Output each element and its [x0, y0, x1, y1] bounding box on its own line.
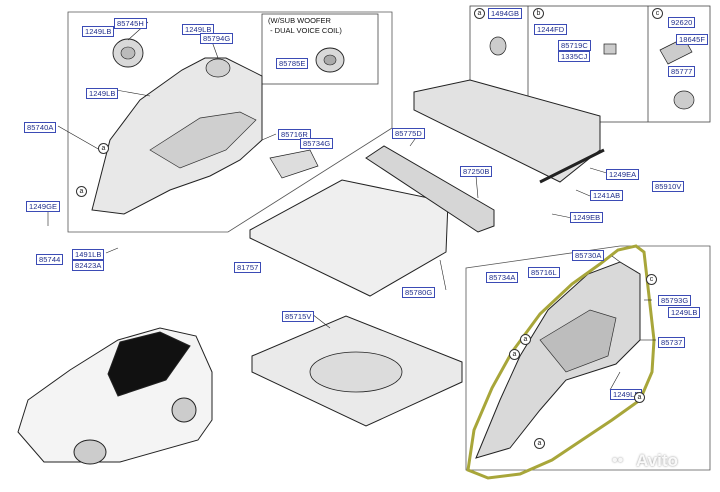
part-label-85716L[interactable]: 85716L	[528, 267, 560, 278]
legend-header-a-code[interactable]: 1494GB	[488, 8, 523, 19]
callout-a-6: a	[634, 392, 645, 403]
subwoofer-note-line1: (W/SUB WOOFER	[268, 16, 331, 25]
callout-a-1: a	[98, 143, 109, 154]
part-label-85740A[interactable]: 85740A	[24, 122, 57, 133]
part-label-1241AB[interactable]: 1241AB	[590, 190, 624, 201]
legend-header-b-callout: b	[533, 8, 544, 19]
part-label-1249LB-b[interactable]: 1249LB	[182, 24, 215, 35]
part-label-1249LB-c[interactable]: 1249LB	[86, 88, 119, 99]
part-label-85775D[interactable]: 85775D	[392, 128, 425, 139]
part-label-1491LB[interactable]: 1491LB	[72, 249, 105, 260]
part-label-85794G[interactable]: 85794G	[200, 33, 234, 44]
part-label-87250B[interactable]: 87250B	[460, 166, 493, 177]
part-label-1249EA[interactable]: 1249EA	[606, 169, 640, 180]
part-label-1249GE[interactable]: 1249GE	[26, 201, 61, 212]
part-label-92620[interactable]: 92620	[668, 17, 696, 28]
callout-a-4: a	[509, 349, 520, 360]
left-panel-frame	[67, 11, 393, 233]
watermark-avito: Avito	[636, 451, 678, 470]
part-label-85780G[interactable]: 85780G	[402, 287, 436, 298]
callout-a-5: a	[534, 438, 545, 449]
part-label-85737[interactable]: 85737	[658, 337, 686, 348]
subwoofer-box	[261, 13, 379, 85]
subwoofer-note-line2: - DUAL VOICE COIL)	[268, 26, 342, 35]
floor-board	[249, 179, 449, 297]
cargo-cover	[413, 79, 601, 183]
callout-a-3: a	[520, 334, 531, 345]
luggage-rail	[365, 145, 495, 233]
part-label-1335CJ[interactable]: 1335CJ	[558, 51, 591, 62]
part-label-85716R[interactable]: 85716R	[278, 129, 311, 140]
part-label-85734A[interactable]: 85734A	[486, 272, 519, 283]
part-label-85793G[interactable]: 85793G	[658, 295, 692, 306]
part-label-85719C[interactable]: 85719C	[558, 40, 591, 51]
part-label-85777[interactable]: 85777	[668, 66, 696, 77]
legend-header-a-callout: a	[474, 8, 485, 19]
part-label-85715V[interactable]: 85715V	[282, 311, 315, 322]
part-label-85785E[interactable]: 85785E	[276, 58, 309, 69]
part-label-1249EB[interactable]: 1249EB	[570, 212, 604, 223]
right-panel-frame	[465, 245, 711, 471]
vehicle-image	[17, 327, 213, 465]
part-label-85745H[interactable]: 85745H	[114, 18, 147, 29]
callout-a-2: a	[76, 186, 87, 197]
part-label-85734G[interactable]: 85734G	[300, 138, 334, 149]
part-label-85730A[interactable]: 85730A	[572, 250, 605, 261]
part-label-81757[interactable]: 81757	[234, 262, 262, 273]
avito-dots-icon: ••	[612, 452, 624, 469]
part-label-82423A[interactable]: 82423A	[72, 260, 105, 271]
part-label-18645F[interactable]: 18645F	[676, 34, 709, 45]
part-label-85910V[interactable]: 85910V	[652, 181, 685, 192]
part-label-1244FD[interactable]: 1244FD	[534, 24, 568, 35]
part-label-85744[interactable]: 85744	[36, 254, 64, 265]
part-label-1249LB-a[interactable]: 1249LB	[82, 26, 115, 37]
part-label-1249LB-d[interactable]: 1249LB	[668, 307, 701, 318]
legend-header-c-callout: c	[652, 8, 663, 19]
leader-lines	[47, 21, 656, 391]
callout-c-1: c	[646, 274, 657, 285]
